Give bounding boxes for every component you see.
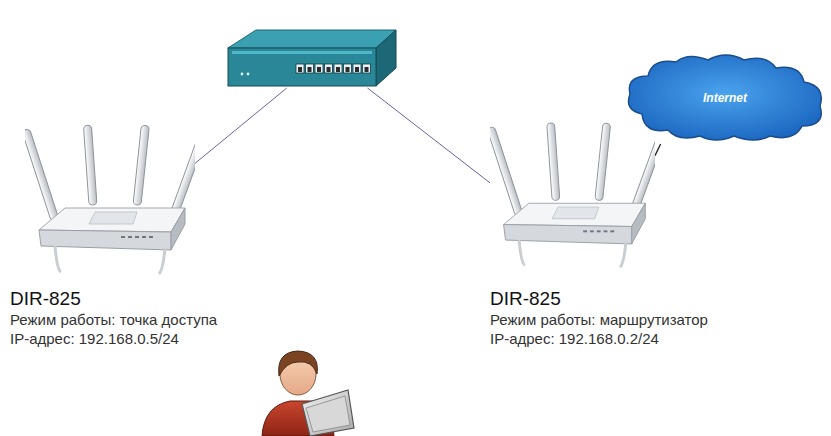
network-cable: [367, 88, 490, 183]
device-detail: Режим работы: точка доступа: [10, 310, 217, 329]
router-icon: [25, 120, 195, 280]
text-group: DIR-825Режим работы: точка доступаIP-адр…: [10, 288, 217, 348]
router-node: DIR-825Режим работы: маршрутизаторIP-адр…: [490, 118, 655, 273]
network-cable: [195, 88, 287, 163]
device-model: DIR-825: [10, 288, 217, 310]
device-detail: IP-адрес: 192.168.0.2/24: [490, 329, 708, 348]
router-node: DIR-825Режим работы: точка доступаIP-адр…: [25, 120, 195, 280]
switch-node: [226, 26, 398, 88]
text-group: DIR-825Режим работы: маршрутизаторIP-адр…: [490, 288, 708, 348]
network-cable: [655, 144, 661, 156]
switch-icon: [226, 26, 398, 88]
device-model: DIR-825: [490, 288, 708, 310]
router-icon: [490, 118, 655, 273]
device-detail: IP-адрес: 192.168.0.5/24: [10, 329, 217, 348]
cloud-node: Internet: [622, 52, 828, 144]
text-group: Internet: [622, 52, 828, 144]
user-icon: [250, 346, 360, 436]
device-detail: Режим работы: маршрутизатор: [490, 310, 708, 329]
cloud-label: Internet: [703, 91, 747, 105]
